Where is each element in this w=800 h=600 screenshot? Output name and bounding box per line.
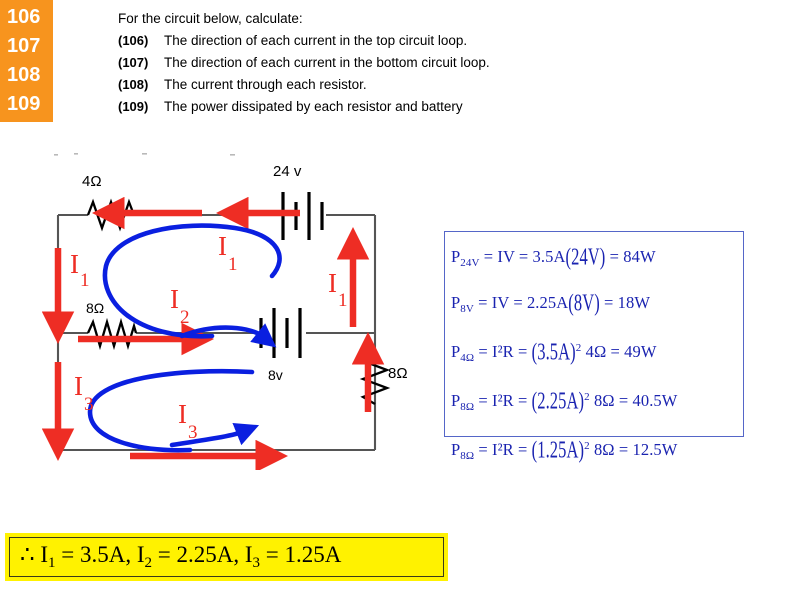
- loop-arrow-top: [102, 223, 282, 339]
- answer-sub-3: 3: [252, 555, 261, 571]
- eq-body-a: = I²R =: [474, 391, 532, 410]
- prompt-intro: For the circuit below, calculate:: [118, 11, 303, 26]
- eq-exponent: 2: [584, 391, 590, 403]
- loop-arrows: [87, 223, 282, 453]
- eq-symbol: P: [451, 293, 461, 312]
- current-label-I1-left: I: [70, 249, 79, 279]
- eq-subscript: 4Ω: [460, 352, 475, 364]
- prompt-item-106: (106) The direction of each current in t…: [118, 30, 738, 52]
- eq-subscript: 8Ω: [460, 401, 475, 413]
- question-number-109: 109: [7, 93, 41, 115]
- question-number-strip: 106 107 108 109: [0, 0, 53, 122]
- prompt-item-108: (108) The current through each resistor.: [118, 74, 738, 96]
- resistor-8ohm-middle-label: 8Ω: [86, 300, 104, 316]
- eq-symbol: P: [451, 391, 461, 410]
- current-label-I1-right: I: [328, 268, 337, 298]
- eq-paren: (24V): [565, 242, 606, 271]
- eq-body-a: = IV = 2.25A: [473, 293, 569, 312]
- eq-subscript: 8V: [460, 303, 474, 315]
- prompt-item-109: (109) The power dissipated by each resis…: [118, 96, 738, 118]
- eq-symbol: P: [451, 342, 461, 361]
- eq-paren: (8V): [568, 288, 600, 317]
- loop-arrow-bottom-head: [169, 422, 260, 448]
- answer-text: ∴ I1 = 3.5A, I2 = 2.25A, I3 = 1.25A: [20, 542, 341, 572]
- current-label-I2-loop: I: [170, 284, 179, 314]
- resistor-4ohm: 4Ω: [82, 173, 136, 232]
- current-arrows: [41, 196, 385, 470]
- resistor-8ohm-right-label: 8Ω: [388, 365, 408, 382]
- current-label-I1-loop: I: [218, 231, 227, 261]
- eq-subscript: 24V: [460, 257, 480, 269]
- current-label-I1-loop-sub: 1: [228, 254, 238, 275]
- eq-symbol: P: [451, 247, 461, 266]
- current-label-I1-left-sub: 1: [80, 270, 90, 291]
- current-label-I3-left-sub: 3: [84, 394, 94, 415]
- question-number-107: 107: [7, 35, 41, 57]
- power-equations-box: P24V = IV = 3.5A(24V) = 84W P8V = IV = 2…: [444, 231, 744, 463]
- answer-part-1: = 3.5A, I: [55, 542, 145, 567]
- current-label-I1-right-sub: 1: [338, 290, 348, 311]
- battery-8v: 8v: [259, 308, 302, 383]
- loop-arrow-top-head: [179, 323, 277, 348]
- question-number-108: 108: [7, 64, 41, 86]
- eq-paren: (3.5A): [531, 337, 576, 366]
- question-number-106: 106: [7, 6, 41, 28]
- eq-exponent: 2: [584, 440, 590, 452]
- answer-highlight-box: ∴ I1 = 3.5A, I2 = 2.25A, I3 = 1.25A: [5, 533, 448, 581]
- eq-body-a: = IV = 3.5A: [479, 247, 566, 266]
- scan-specks: [54, 153, 235, 156]
- equation-line-24v: P24V = IV = 3.5A(24V) = 84W: [451, 237, 743, 283]
- circuit-diagram: 4Ω 8Ω 8Ω 24 v: [30, 140, 450, 470]
- answer-sub-2: 2: [144, 555, 153, 571]
- eq-body-b: = 84W: [605, 247, 656, 266]
- battery-24v-label: 24 v: [273, 163, 302, 180]
- prompt-block: For the circuit below, calculate: (106) …: [118, 8, 738, 118]
- current-label-I2-loop-sub: 2: [180, 307, 190, 328]
- current-label-I3-loop-sub: 3: [188, 422, 198, 443]
- battery-8v-label: 8v: [268, 367, 283, 383]
- prompt-text: The power dissipated by each resistor an…: [164, 99, 463, 114]
- prompt-tag: (108): [118, 77, 149, 92]
- loop-arrow-bottom: [87, 368, 255, 453]
- circuit-wires: [56, 213, 377, 452]
- eq-body-b: 8Ω = 12.5W: [589, 440, 678, 459]
- eq-body-b: = 18W: [599, 293, 651, 312]
- answer-part-2: = 2.25A, I: [152, 542, 253, 567]
- answer-part-3: = 1.25A: [260, 542, 342, 567]
- eq-body-b: 8Ω = 40.5W: [589, 391, 678, 410]
- equation-line-8ohm-a: P8Ω = I²R = (2.25A)2 8Ω = 40.5W: [451, 378, 743, 427]
- equation-line-8v: P8V = IV = 2.25A(8V) = 18W: [451, 283, 743, 329]
- equation-line-4ohm: P4Ω = I²R = (3.5A)2 4Ω = 49W: [451, 329, 743, 378]
- prompt-text: The direction of each current in the top…: [164, 33, 468, 48]
- prompt-item-107: (107) The direction of each current in t…: [118, 52, 738, 74]
- prompt-text: The current through each resistor.: [164, 77, 367, 92]
- eq-symbol: P: [451, 440, 461, 459]
- prompt-tag: (109): [118, 99, 149, 114]
- resistor-4ohm-label: 4Ω: [82, 173, 102, 190]
- resistor-8ohm-middle: 8Ω: [86, 300, 138, 351]
- eq-paren: (2.25A): [531, 386, 585, 415]
- eq-body-a: = I²R =: [474, 440, 532, 459]
- answer-prefix: ∴ I: [20, 542, 49, 567]
- eq-body-b: 4Ω = 49W: [581, 342, 657, 361]
- answer-sub-1: 1: [48, 555, 56, 571]
- prompt-text: The direction of each current in the bot…: [164, 55, 490, 70]
- current-label-I3-loop: I: [178, 399, 187, 429]
- equation-line-8ohm-b: P8Ω = I²R = (1.25A)2 8Ω = 12.5W: [451, 427, 743, 476]
- eq-body-a: = I²R =: [474, 342, 532, 361]
- eq-paren: (1.25A): [531, 435, 585, 464]
- battery-24v: 24 v: [273, 163, 324, 240]
- current-label-I3-left: I: [74, 371, 83, 401]
- answer-inner-border: ∴ I1 = 3.5A, I2 = 2.25A, I3 = 1.25A: [9, 537, 444, 577]
- prompt-tag: (107): [118, 55, 149, 70]
- prompt-tag: (106): [118, 33, 149, 48]
- eq-exponent: 2: [575, 342, 582, 354]
- eq-subscript: 8Ω: [460, 450, 475, 462]
